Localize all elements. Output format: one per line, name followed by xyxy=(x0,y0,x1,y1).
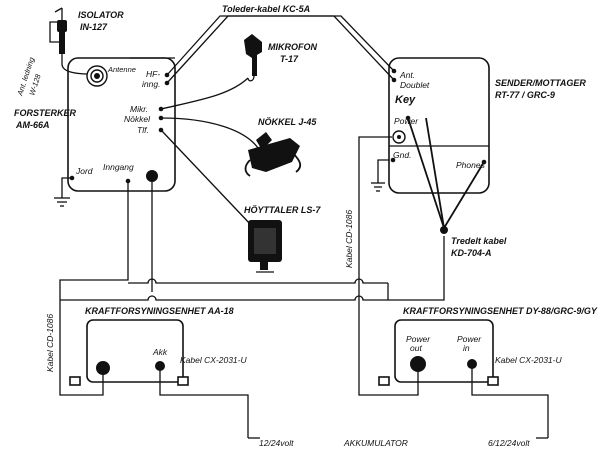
inngang-label: Inngang xyxy=(103,162,134,172)
forsterker-label: FORSTERKER xyxy=(14,108,77,118)
hf-inng-port-a xyxy=(164,72,170,78)
kraft-left-foot-r xyxy=(177,376,189,386)
power-out-label-2: out xyxy=(410,343,422,353)
sender-model-label: RT-77 / GRC-9 xyxy=(495,90,555,100)
doublet-port xyxy=(391,77,397,83)
inngang-port-a xyxy=(125,178,131,184)
kabel-cx-right-label: Kabel CX-2031-U xyxy=(495,355,562,365)
hf-inng-label-2: inng. xyxy=(142,79,160,89)
power-in-label-2: in xyxy=(463,343,470,353)
isolator-model-label: IN-127 xyxy=(80,22,108,32)
akkumulator-label: AKKUMULATOR xyxy=(343,438,408,448)
hoyttaler-label: HÖYTTALER LS-7 xyxy=(244,205,321,215)
antenna-lead xyxy=(61,52,91,75)
nokkel-port xyxy=(158,115,164,121)
power-out-port xyxy=(410,356,426,372)
kabel-cd-left-label: Kabel CD-1086 xyxy=(45,314,55,372)
toleder-wire-b xyxy=(166,15,395,84)
phones-label: Phones xyxy=(456,160,486,170)
hf-inng-label-1: HF- xyxy=(146,69,160,79)
gnd-port xyxy=(390,157,396,163)
phones-port xyxy=(481,159,487,165)
toleder-kabel-label: Toleder-kabel KC-5A xyxy=(222,4,310,14)
kraft-left-main-port xyxy=(96,361,110,375)
tlf-label: Tlf. xyxy=(137,125,149,135)
tredelt-model-label: KD-704-A xyxy=(451,248,492,258)
power-cable-center xyxy=(358,136,419,396)
isolator-icon xyxy=(57,20,67,54)
tredelt-kabel-label: Tredelt kabel xyxy=(451,236,507,246)
volt-left-label: 12/24volt xyxy=(259,438,294,448)
bus-lower xyxy=(60,295,388,301)
volt-right-label: 6/12/24volt xyxy=(488,438,530,448)
power-out-label-1: Power xyxy=(406,334,431,344)
bus-upper xyxy=(128,278,388,284)
ant-port xyxy=(391,68,397,74)
antenne-label: Antenne xyxy=(107,65,136,74)
tlf-port xyxy=(158,127,164,133)
kabel-cd-center-label: Kabel CD-1086 xyxy=(344,210,354,268)
nokkel-cable xyxy=(160,117,259,149)
ant-label: Ant. xyxy=(399,70,415,80)
kraft-right-foot-l xyxy=(378,376,390,386)
kraft-left-label: KRAFTFORSYNINGSENHET AA-18 xyxy=(85,306,234,316)
tredelt-down xyxy=(388,236,445,301)
jord-label: Jord xyxy=(75,166,93,176)
mikr-label: Mikr. xyxy=(130,104,148,114)
power-in-label-1: Power xyxy=(457,334,482,344)
key-label: Key xyxy=(395,94,416,106)
nokkel-icon xyxy=(244,132,302,177)
kraft-right-foot-r xyxy=(487,376,499,386)
hoyttaler-cable xyxy=(160,129,253,227)
power-in-port xyxy=(467,359,477,369)
mikrofon-cable xyxy=(160,77,249,110)
isolator-label: ISOLATOR xyxy=(78,10,124,20)
doublet-label: Doublet xyxy=(400,80,430,90)
cd-left-return xyxy=(59,305,104,396)
forsterker-box xyxy=(67,57,176,192)
inngang-cable-a xyxy=(59,181,129,305)
sender-mottager-label: SENDER/MOTTAGER xyxy=(495,78,586,88)
gnd-label: Gnd. xyxy=(393,150,411,160)
nokkel-device-label: NÖKKEL J-45 xyxy=(258,117,317,127)
key-port xyxy=(405,115,411,121)
jord-port xyxy=(69,175,75,181)
cx-right-cable xyxy=(471,368,549,438)
akk-port xyxy=(155,361,165,371)
antenna-tip-l xyxy=(54,7,63,13)
cx-left-cable xyxy=(159,368,249,438)
power-label: Power xyxy=(394,116,419,126)
jord-ground-wire xyxy=(61,177,72,198)
kraft-right-label: KRAFTFORSYNINGSENHET DY-88/GRC-9/GY xyxy=(403,306,598,316)
mikrofon-model-label: T-17 xyxy=(280,54,299,64)
inngang-port-b xyxy=(146,170,158,182)
mikrofon-label: MIKROFON xyxy=(268,42,317,52)
mikrofon-icon xyxy=(244,34,262,82)
kraft-left-foot-l xyxy=(69,376,81,386)
mikr-port xyxy=(158,106,164,112)
kabel-cx-left-label: Kabel CX-2031-U xyxy=(180,355,247,365)
isolator-bracket xyxy=(49,21,62,43)
hoyttaler-icon xyxy=(248,220,282,273)
forsterker-model-label: AM-66A xyxy=(15,120,50,130)
antenne-connector xyxy=(86,65,108,87)
nokkel-port-label: Nökkel xyxy=(124,114,151,124)
hf-inng-port-b xyxy=(164,80,170,86)
tredelt-junction xyxy=(440,226,448,234)
gnd-ground-wire xyxy=(377,159,389,183)
akk-label: Akk xyxy=(152,347,168,357)
tredelt-cable-b xyxy=(425,117,445,229)
